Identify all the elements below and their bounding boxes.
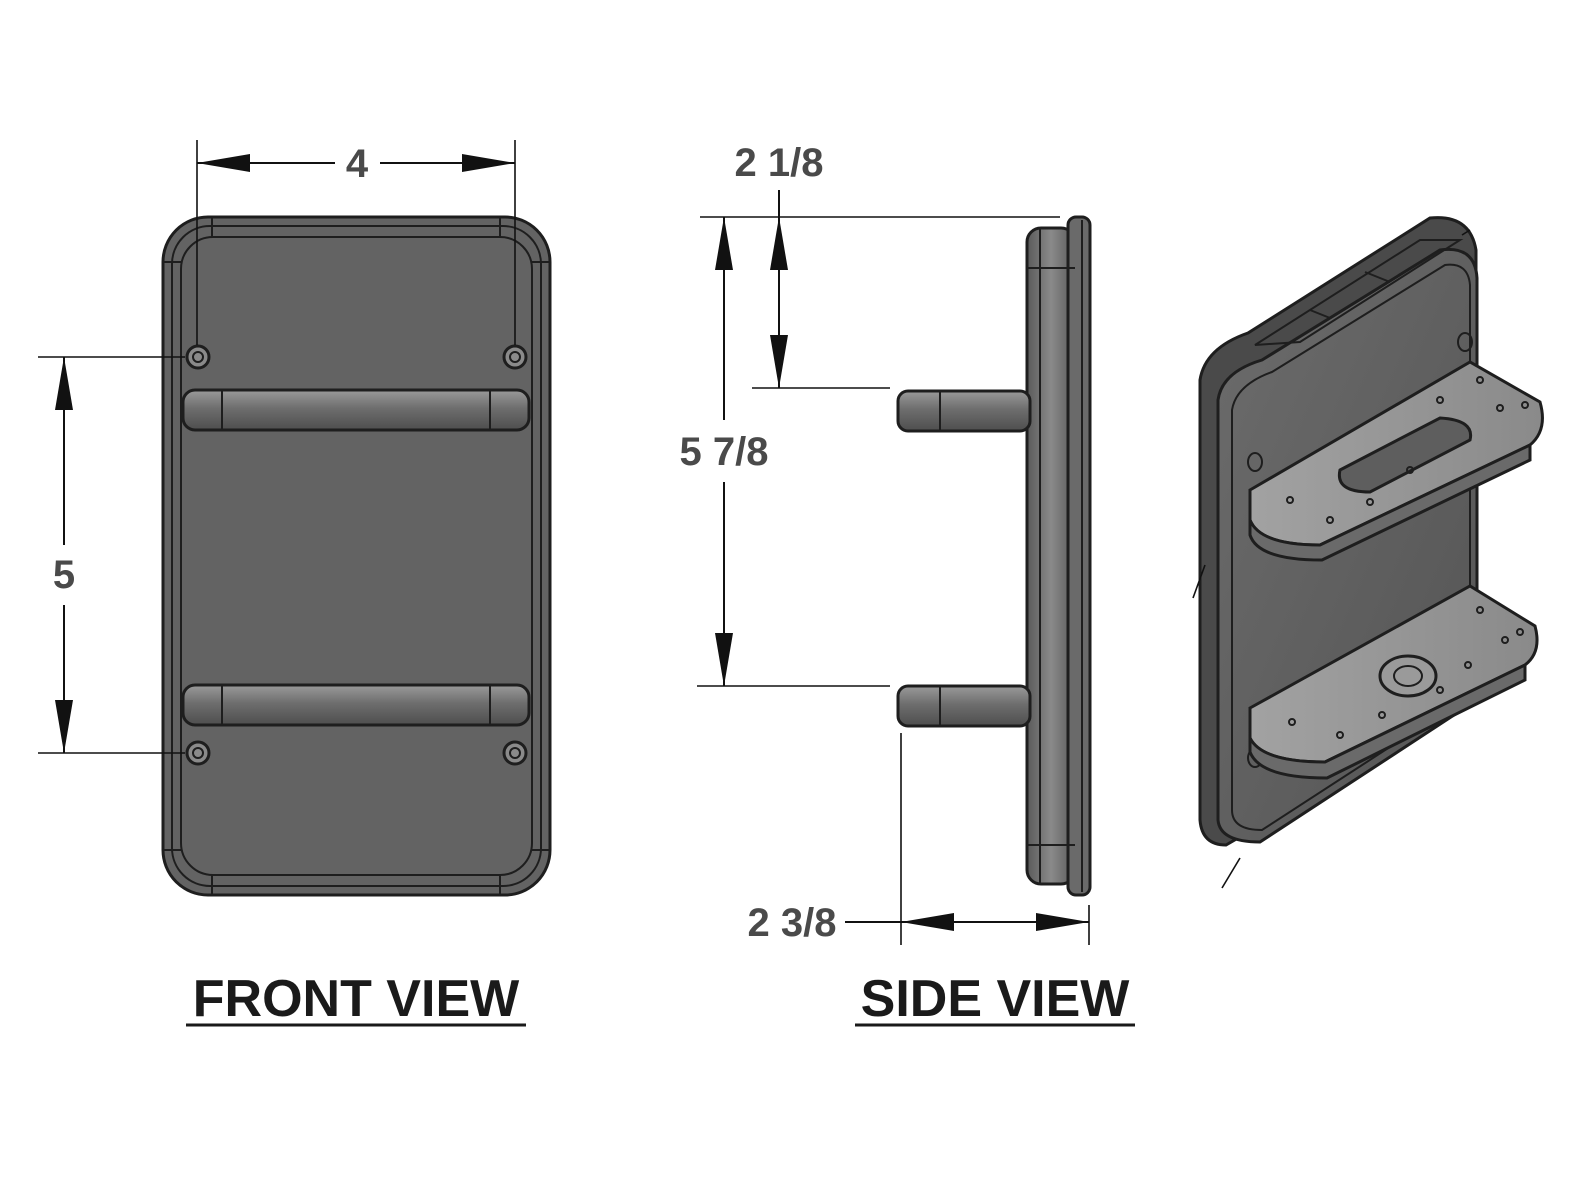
upper-shelf-slot bbox=[1337, 416, 1473, 494]
side-view bbox=[896, 215, 1092, 897]
front-width-dimension: 4 bbox=[196, 140, 516, 345]
depth-label: 2 3/8 bbox=[748, 901, 837, 945]
front-mounting-holes bbox=[185, 344, 528, 766]
top-offset-label: 2 1/8 bbox=[735, 141, 824, 185]
front-top-bar bbox=[181, 388, 531, 432]
width-dimension-label: 4 bbox=[346, 142, 369, 186]
front-hole-spacing-dimension: 5 bbox=[38, 356, 185, 754]
hole-icon bbox=[1457, 332, 1473, 352]
hole-icon bbox=[502, 740, 528, 766]
front-plate-face bbox=[180, 236, 533, 876]
front-rim-ticks bbox=[163, 217, 550, 895]
side-top-bar bbox=[896, 389, 1032, 433]
side-bar-spacing-dimension: 5 7/8 bbox=[680, 217, 890, 687]
isometric-view bbox=[1192, 216, 1544, 889]
hole-icon bbox=[185, 740, 211, 766]
side-plate-rim bbox=[1066, 215, 1092, 897]
front-plate-outer bbox=[161, 215, 552, 897]
side-bottom-bar bbox=[896, 684, 1032, 728]
side-top-offset-dimension: 2 1/8 bbox=[700, 141, 1060, 389]
iso-lower-shelf bbox=[1248, 584, 1539, 780]
front-plate-rim bbox=[171, 225, 542, 887]
front-view-label: FRONT VIEW bbox=[193, 970, 520, 1028]
hole-icon bbox=[1247, 452, 1263, 472]
iso-upper-shelf bbox=[1248, 360, 1544, 562]
hole-icon bbox=[185, 344, 211, 370]
front-view bbox=[161, 215, 552, 897]
side-depth-dimension: 2 3/8 bbox=[748, 733, 1090, 945]
threaded-hole-icon bbox=[1378, 654, 1438, 698]
hole-icon bbox=[502, 344, 528, 370]
front-bottom-bar bbox=[181, 683, 531, 727]
bar-spacing-label: 5 7/8 bbox=[680, 430, 769, 474]
side-view-label: SIDE VIEW bbox=[861, 970, 1131, 1028]
hole-spacing-label: 5 bbox=[53, 553, 75, 597]
